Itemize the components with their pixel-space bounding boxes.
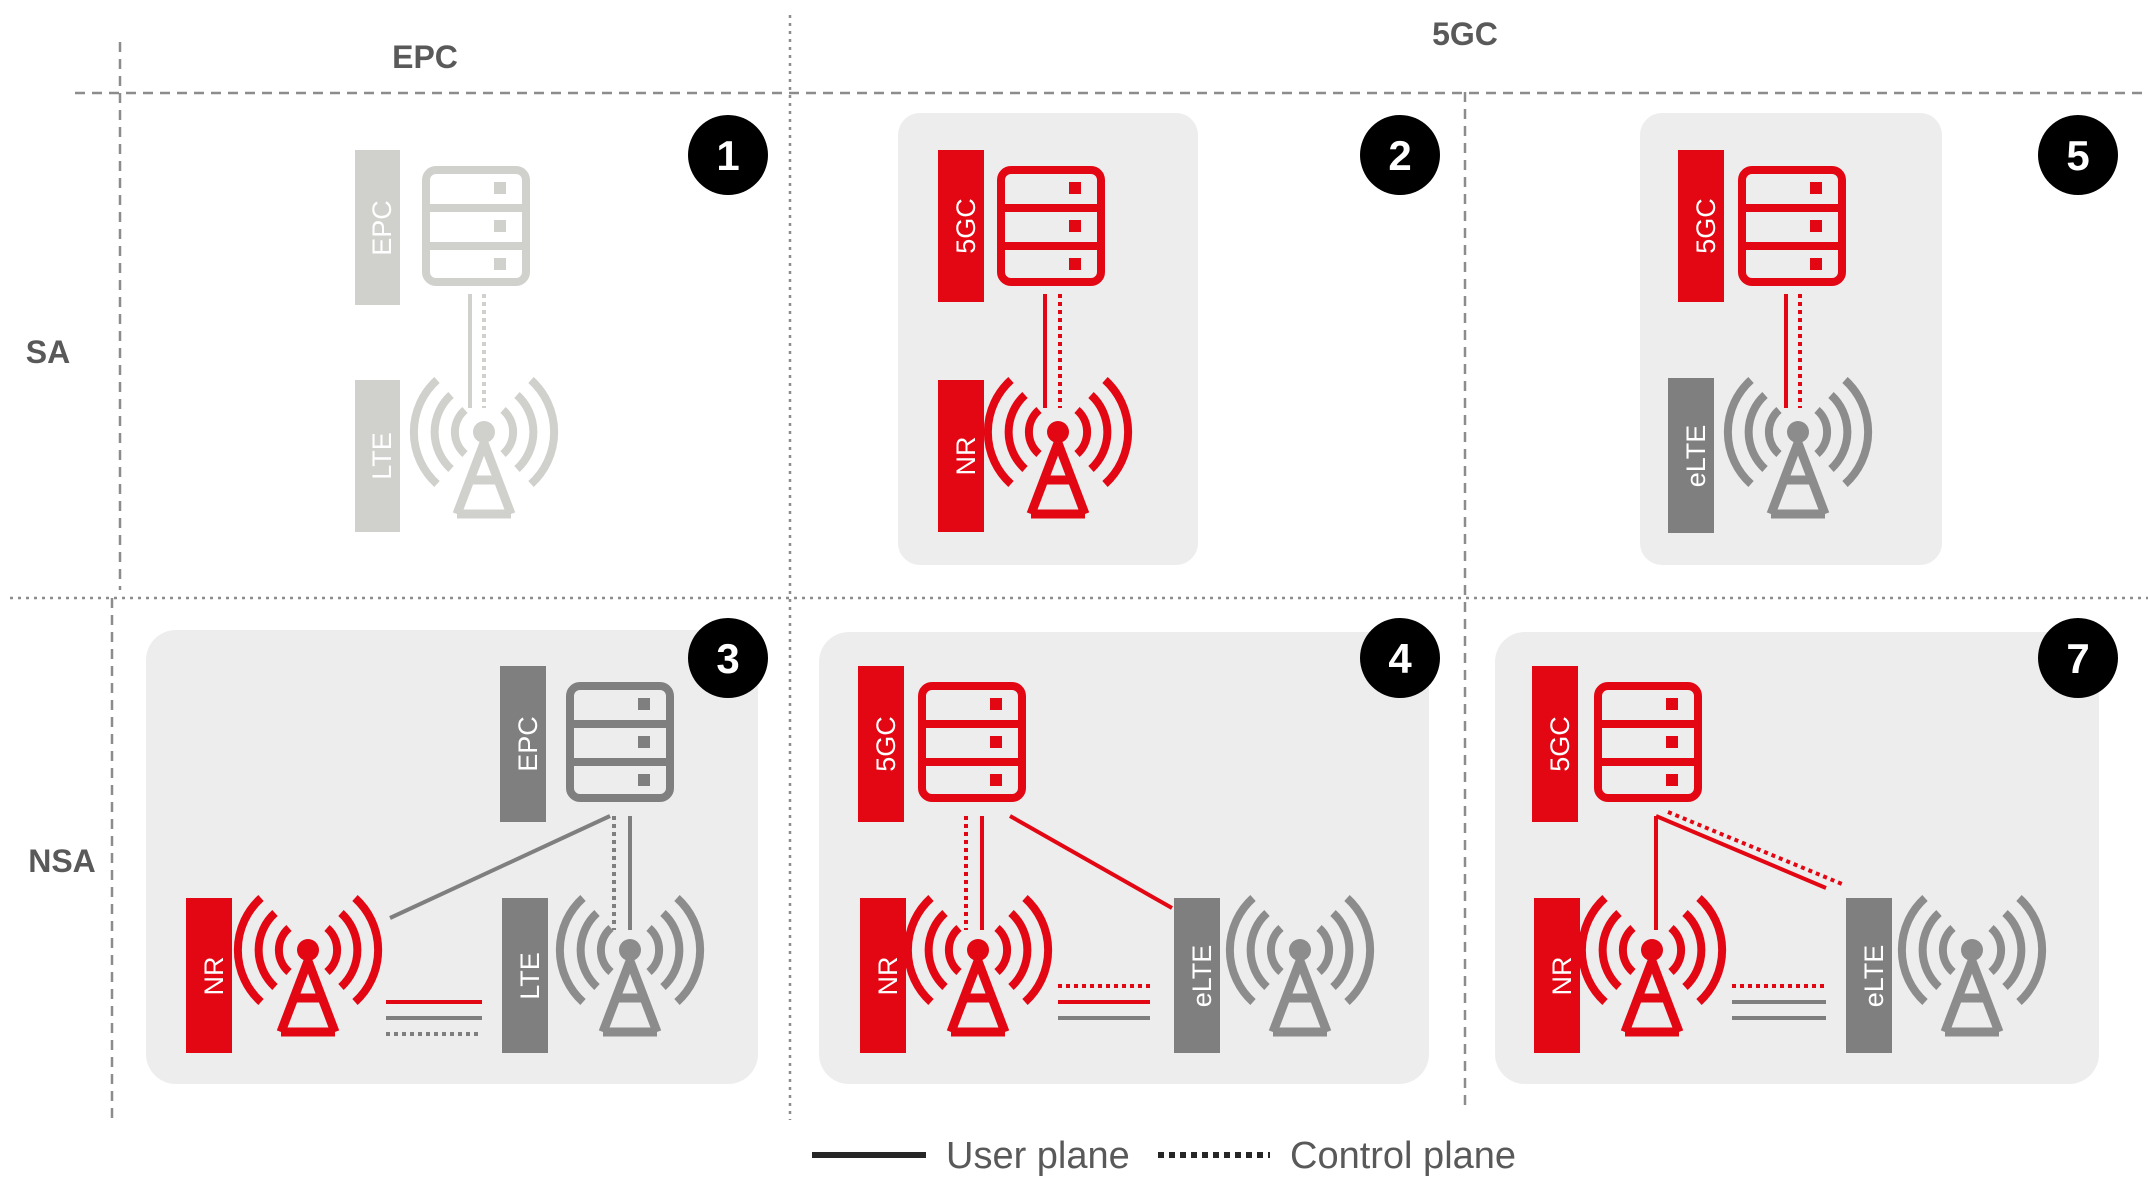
option-7-number: 7 xyxy=(2066,635,2089,682)
option-7-elte-label-bar xyxy=(1846,898,1892,1053)
option-5-ran-label-bar xyxy=(1668,378,1714,533)
option-3: EPC NR LTE xyxy=(186,666,700,1053)
option-4-nr-label: NR xyxy=(873,957,903,996)
option-4-elte-label: eLTE xyxy=(1187,945,1217,1008)
option-1-ran-label-bar xyxy=(355,380,400,532)
option-2-core-label-bar xyxy=(938,150,984,302)
option-2: 5GC NR xyxy=(938,150,1128,532)
option-badges: 1 2 5 3 4 7 xyxy=(688,115,2118,698)
option-5-core-label-bar xyxy=(1678,150,1724,302)
option-1-epc-server-icon xyxy=(426,170,526,282)
option-2-ran-label: NR xyxy=(951,437,981,476)
5gc-column-header: 5GC xyxy=(1432,16,1498,52)
option-5-ran-label: eLTE xyxy=(1681,425,1711,488)
user-plane-legend-label: User plane xyxy=(946,1135,1130,1177)
option-1-core-label: EPC xyxy=(367,200,397,256)
option-7-nr-label-bar xyxy=(1534,898,1580,1053)
option-3-number: 3 xyxy=(716,635,739,682)
option-5-core-label: 5GC xyxy=(1691,198,1721,254)
option-2-ran-label-bar xyxy=(938,380,984,532)
epc-column-header: EPC xyxy=(392,39,458,75)
option-1-badge: 1 xyxy=(688,115,768,195)
option-7-elte-label: eLTE xyxy=(1859,945,1889,1008)
legend: User plane Control plane xyxy=(812,1135,1516,1177)
option-3-lte-label-bar xyxy=(502,898,548,1053)
option-7-core-label: 5GC xyxy=(1545,716,1575,772)
grid-lines xyxy=(10,15,2148,1120)
option-3-lte-label: LTE xyxy=(515,952,545,1000)
option-7-nr-label: NR xyxy=(1547,957,1577,996)
option-3-core-label-bar xyxy=(500,666,546,822)
option-5-number: 5 xyxy=(2066,132,2089,179)
option-4-elte-label-bar xyxy=(1174,898,1220,1053)
option-5: 5GC eLTE xyxy=(1668,150,1868,533)
option-2-badge: 2 xyxy=(1360,115,1440,195)
option-4-core-label-bar xyxy=(858,666,904,822)
option-4: 5GC NR eLTE xyxy=(858,666,1370,1053)
option-1: EPC LTE xyxy=(355,150,554,532)
nsa-row-header: NSA xyxy=(28,843,96,879)
option-2-number: 2 xyxy=(1388,132,1411,179)
option-7-core-label-bar xyxy=(1532,666,1578,822)
option-3-badge: 3 xyxy=(688,618,768,698)
option-1-core-label-bar xyxy=(355,150,400,305)
option-1-ran-label: LTE xyxy=(367,432,397,480)
option-3-nr-label: NR xyxy=(199,957,229,996)
option-5-badge: 5 xyxy=(2038,115,2118,195)
option-7: 5GC NR eLTE xyxy=(1532,666,2042,1053)
option-4-nr-label-bar xyxy=(860,898,906,1053)
sa-row-header: SA xyxy=(26,334,70,370)
control-plane-legend-label: Control plane xyxy=(1290,1135,1516,1177)
option-4-badge: 4 xyxy=(1360,618,1440,698)
option-4-core-label: 5GC xyxy=(871,716,901,772)
option-2-core-label: 5GC xyxy=(951,198,981,254)
option-1-number: 1 xyxy=(716,132,739,179)
option-4-number: 4 xyxy=(1388,635,1412,682)
option-7-badge: 7 xyxy=(2038,618,2118,698)
option-3-nr-label-bar xyxy=(186,898,232,1053)
option-3-core-label: EPC xyxy=(513,716,543,772)
